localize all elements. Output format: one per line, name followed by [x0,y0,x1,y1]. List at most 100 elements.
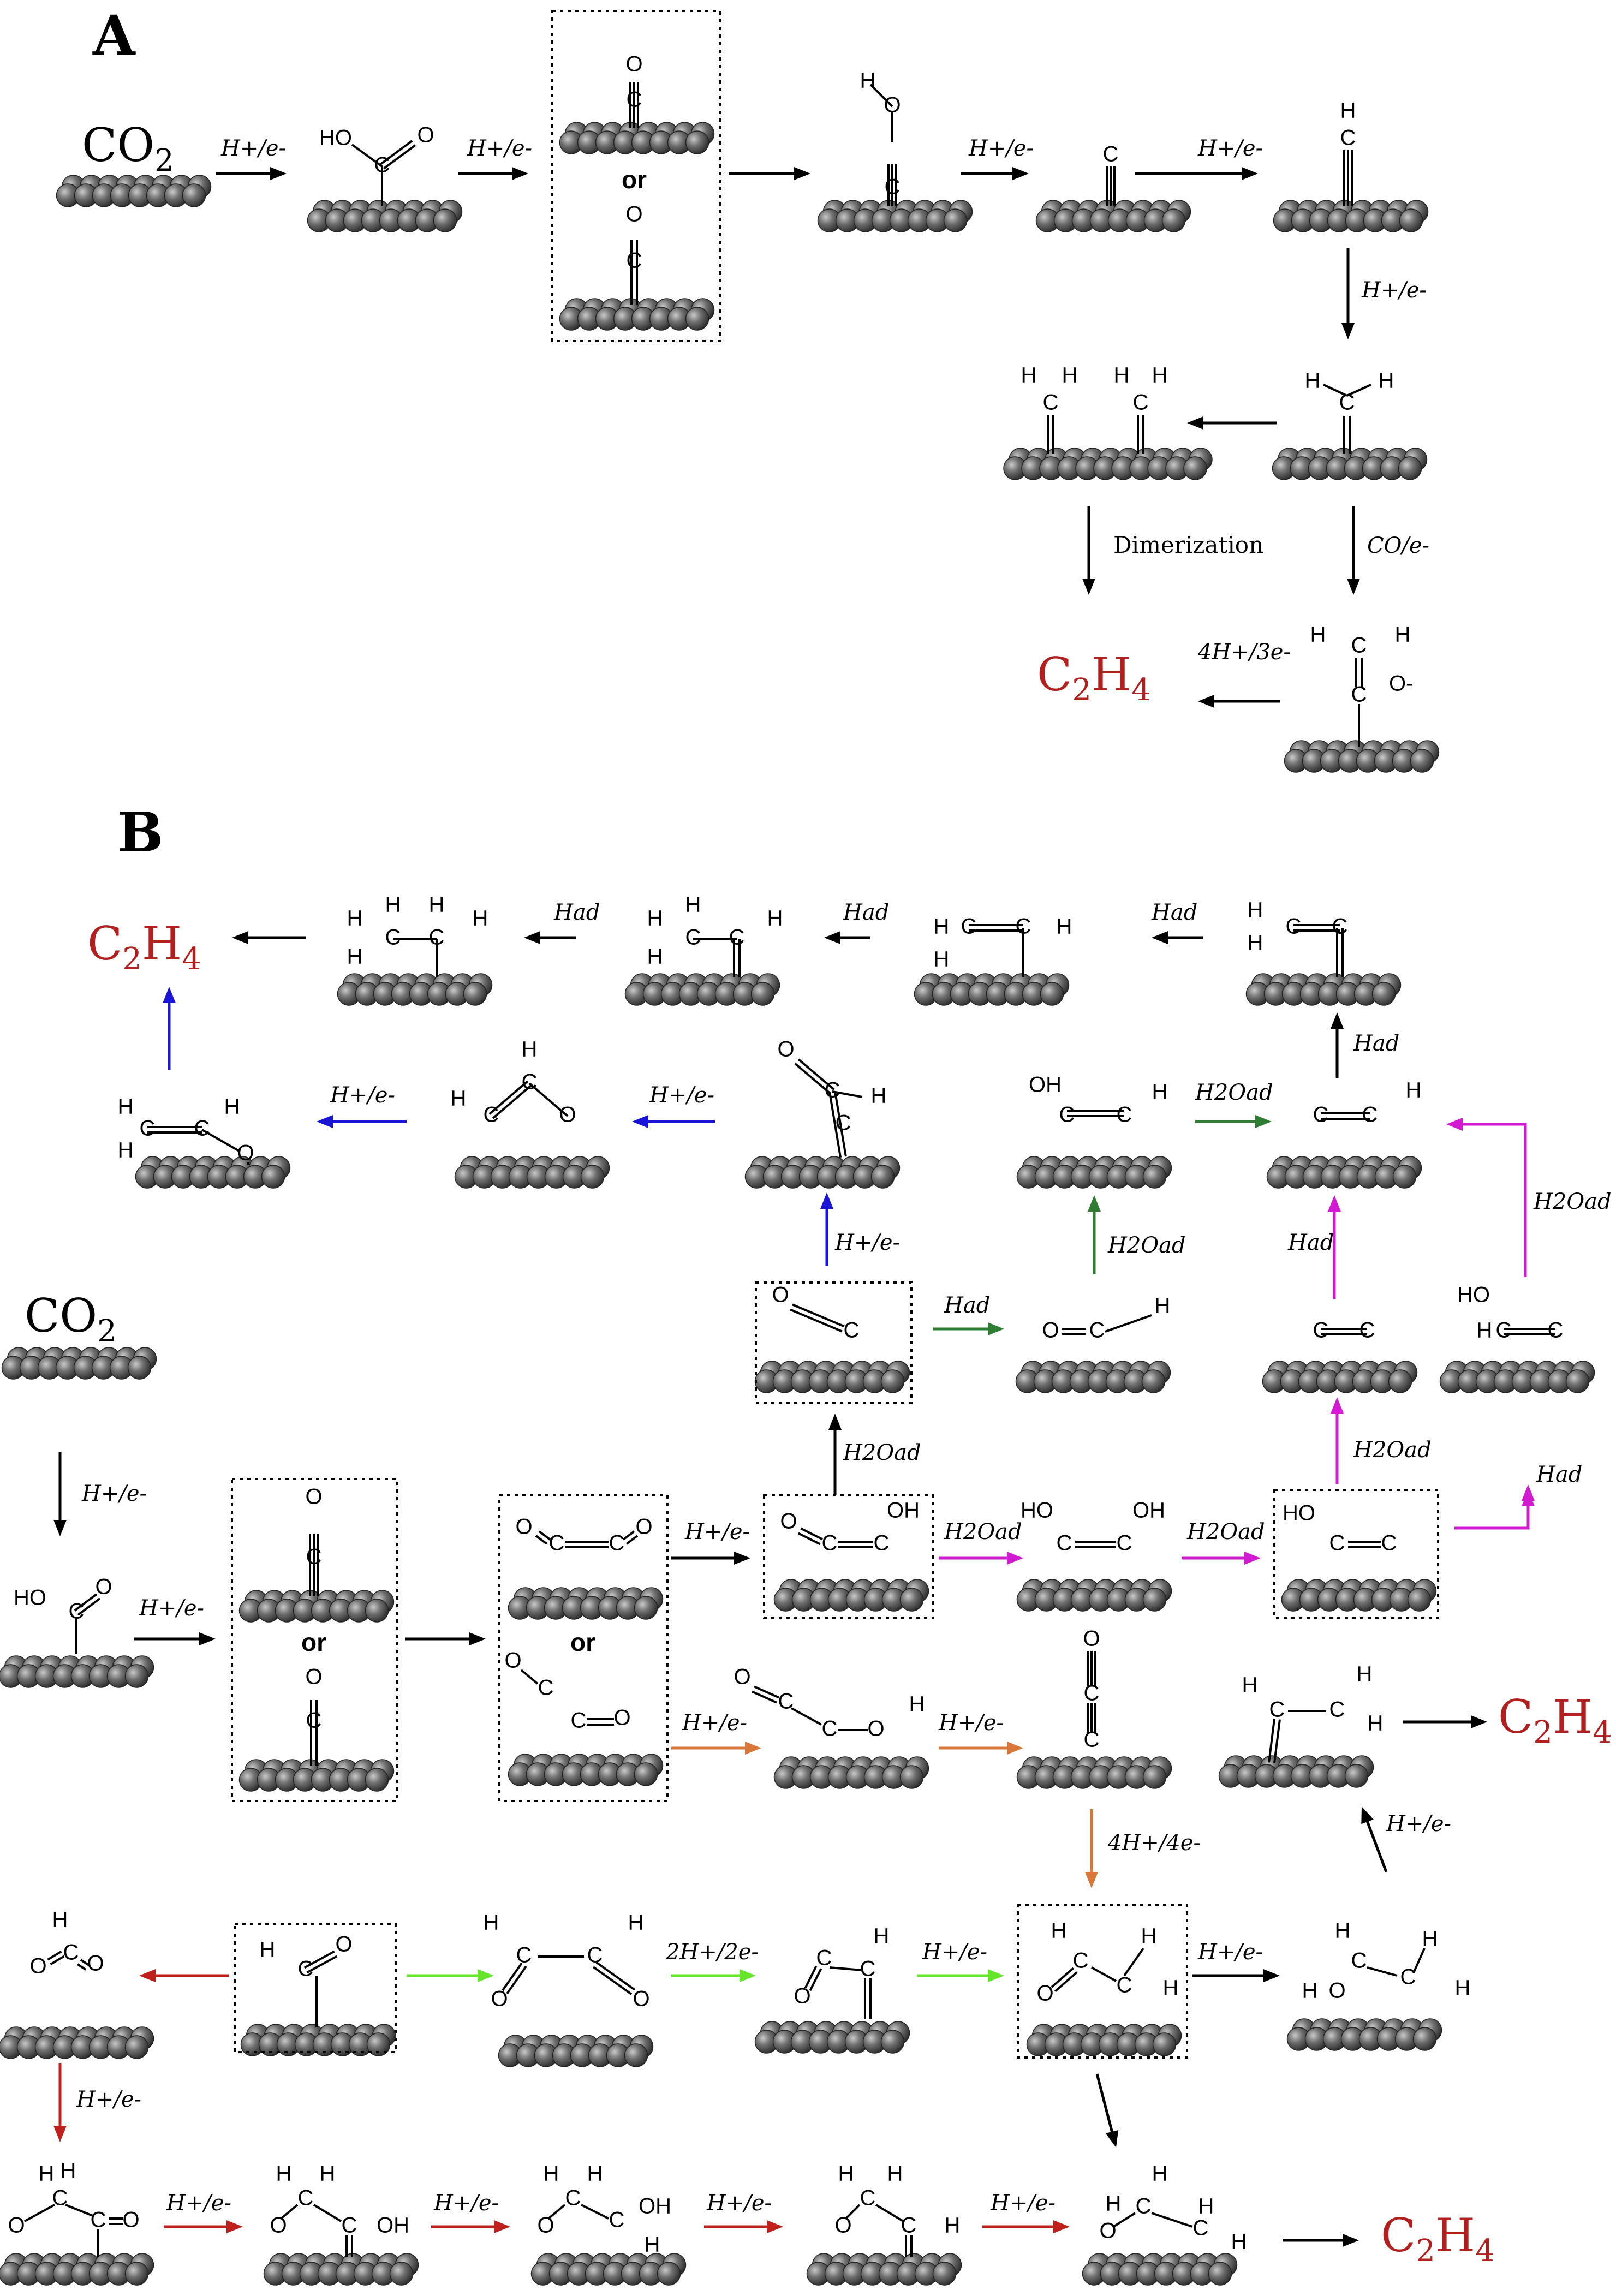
catalyst-surface [498,2035,654,2067]
atom-label: C [1329,1698,1345,1722]
reaction-arrow [1192,1969,1280,1982]
atom-label: H [224,1095,240,1119]
reaction-condition: H+/e- [968,136,1034,161]
atom-label: O [270,2214,287,2238]
atom-label: C [825,1078,840,1102]
co2-surface-a [56,175,212,207]
bond [1106,166,1116,206]
atom-label: C [522,1070,538,1094]
c2h4-product-label: C2H4 [87,917,201,977]
bond [502,1962,527,1995]
atom-label: C [1103,142,1119,166]
bond [1268,1719,1281,1763]
atom-label: C [1084,1728,1100,1752]
bond [77,1959,90,1971]
atom-label: HO [14,1586,46,1610]
atom-label: H [1248,931,1263,955]
bond [345,2235,353,2257]
atom-label: O [504,1649,521,1673]
reaction-arrow [431,2220,510,2233]
atom-label: H [587,2162,603,2186]
bond [109,2217,123,2225]
bond [351,144,383,168]
cho-box-b [234,1923,397,2053]
atom-label: H [61,2159,76,2183]
bond [1321,1112,1370,1120]
bond [1504,1328,1555,1335]
atom-label: OH [639,2194,671,2219]
atom-label: O [305,1485,322,1509]
atom-label: C [1548,1319,1564,1343]
reaction-condition: H+/e- [76,2087,141,2112]
bond [622,1530,639,1545]
atom-label: O [625,202,642,226]
bond [1367,1966,1398,1977]
catalyst-surface [337,973,493,1006]
reaction-arrow [671,1742,761,1755]
atom-label: C [1496,1319,1512,1343]
reaction-condition: H+/e- [1386,1811,1451,1836]
bond [1112,2212,1136,2228]
reaction-arrow [139,1969,229,1982]
atom-label: OH [887,1499,920,1523]
dimerization-label: Dimerization [1113,532,1263,558]
reaction-arrow [1331,1397,1344,1484]
atom-label: H [1422,1927,1438,1951]
reaction-arrow [671,1552,750,1565]
catalyst-surface [817,200,973,232]
atom-label: H [484,1911,499,1935]
atom-label: C [836,1111,851,1135]
bond [752,1685,779,1704]
atom-label: H [934,915,950,939]
bond [1091,1966,1117,1982]
reaction-condition: 4H+/4e- [1107,1830,1201,1856]
reaction-condition: H2Oad [1107,1233,1186,1258]
reaction-arrow [1454,1484,1535,1530]
molecule-bonds [24,82,1555,2257]
bond [1343,416,1351,454]
reaction-arrow [524,931,576,944]
reaction-arrow [458,167,528,180]
catalyst-surface [1281,1579,1437,1612]
catalyst-surface [238,1759,395,1792]
atom-label: C [571,1709,587,1733]
atom-label: C [1362,1103,1378,1127]
reaction-condition: H+/e- [706,2191,772,2216]
bond [733,939,741,977]
catalyst-surface [1016,1756,1172,1789]
atom-label: H [544,2162,559,2186]
bond [1123,1947,1144,1977]
co-intermediate-box-a [551,10,721,342]
bond [1336,928,1344,977]
atom-label: C [140,1117,156,1141]
reaction-condition: H+/e- [81,1481,147,1506]
catalyst-surface [135,1156,291,1189]
bond [587,1718,614,1726]
reaction-condition: Had [1536,1462,1582,1487]
atom-label: C [609,2208,625,2232]
reaction-arrow [1135,167,1258,180]
reaction-arrow [933,1322,1004,1335]
bond [147,1126,202,1134]
atom-label: H [1198,2194,1214,2219]
bond [794,1058,835,1095]
atom-label: H [429,893,445,917]
bond [829,1966,863,1971]
atom-label: C [194,1117,210,1141]
bond [1323,384,1347,397]
reaction-arrow [1152,931,1203,944]
reaction-arrow [53,2063,67,2142]
atom-label: H [1395,623,1411,647]
reaction-condition: H+/e- [834,1230,900,1255]
reaction-arrow [671,1969,756,1982]
atom-label: C [1136,2194,1152,2219]
atom-label: H [118,1138,134,1162]
reaction-arrow [729,167,810,180]
atom-label: O [780,1510,797,1534]
atom-label: C [874,1531,890,1555]
bond [629,82,639,128]
atom-label: C [729,926,745,950]
bond [1067,1110,1124,1117]
